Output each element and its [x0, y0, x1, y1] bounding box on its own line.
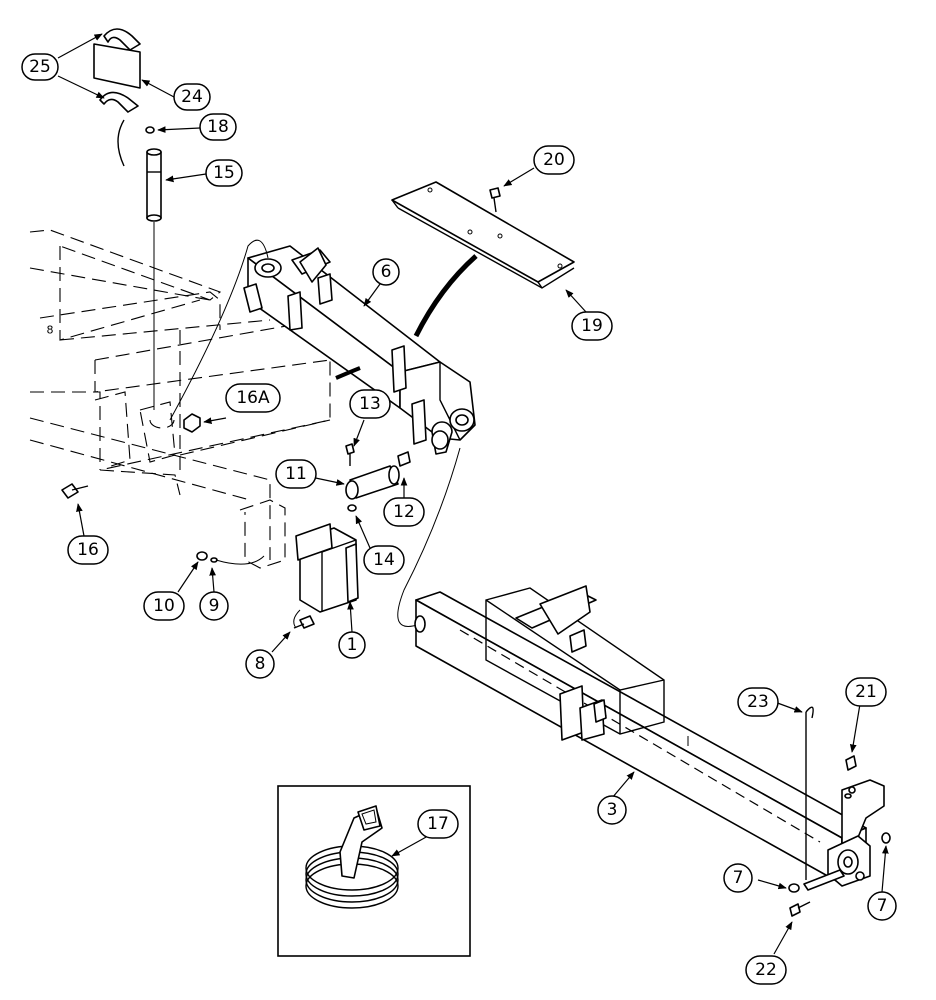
svg-text:8: 8	[47, 324, 54, 337]
coiled-part-17	[305, 805, 399, 909]
svg-text:18: 18	[207, 117, 229, 137]
callout-22: 22	[745, 955, 787, 985]
callout-14: 14	[363, 545, 405, 575]
callout-10: 10	[143, 591, 185, 621]
callout-13: 13	[349, 389, 391, 419]
callout-16: 16	[67, 535, 109, 565]
callout-6: 6	[372, 258, 400, 286]
svg-text:14: 14	[373, 550, 395, 570]
cover-plate-part-19	[391, 181, 575, 289]
svg-text:24: 24	[181, 87, 203, 107]
washer-part-7-left	[788, 883, 800, 893]
pivot-pin-part-11	[345, 465, 400, 500]
svg-text:3: 3	[607, 800, 618, 820]
nut-part-21	[845, 755, 857, 771]
svg-text:19: 19	[581, 316, 603, 336]
svg-text:21: 21	[855, 682, 877, 702]
bolt-part-8	[293, 615, 315, 629]
dashed-main-frame: 8	[29, 229, 331, 569]
bolt-part-20	[489, 187, 501, 213]
nut-part-16a	[183, 413, 201, 433]
svg-text:15: 15	[213, 163, 235, 183]
callout-18: 18	[199, 113, 237, 141]
svg-text:22: 22	[755, 960, 777, 980]
callout-24: 24	[173, 83, 211, 111]
svg-text:12: 12	[393, 502, 415, 522]
nut-part-14	[347, 504, 357, 512]
upper-beam-part-6	[243, 245, 476, 455]
svg-text:1: 1	[347, 635, 358, 655]
svg-text:6: 6	[381, 262, 392, 282]
callout-11: 11	[275, 459, 317, 489]
callout-1: 1	[338, 631, 366, 659]
callout-17: 17	[417, 809, 459, 839]
svg-text:23: 23	[747, 692, 769, 712]
bracket-part-1	[295, 523, 359, 613]
svg-text:8: 8	[255, 654, 266, 674]
hair-pin-part-23	[805, 706, 814, 880]
clamp-plate-parts-24-25	[93, 28, 141, 167]
svg-text:16: 16	[77, 540, 99, 560]
svg-text:16A: 16A	[236, 388, 270, 408]
callout-7-left: 7	[723, 863, 753, 893]
callout-19: 19	[571, 311, 613, 341]
callout-8: 8	[245, 649, 275, 679]
callout-20: 20	[533, 145, 575, 175]
svg-text:25: 25	[29, 57, 51, 77]
callout-16a: 16A	[225, 383, 281, 413]
svg-text:7: 7	[877, 896, 888, 916]
callout-3: 3	[597, 795, 627, 825]
bolt-part-16	[61, 483, 89, 499]
svg-text:20: 20	[543, 150, 565, 170]
nut-part-18	[145, 126, 155, 134]
lower-beam-part-3	[414, 585, 885, 891]
bolt-part-13	[345, 443, 355, 466]
routing-lines	[169, 239, 461, 629]
pin-part-22	[789, 901, 811, 917]
grease-fitting-part-12	[397, 451, 411, 467]
hitch-pin-part-15	[146, 148, 162, 410]
nut-part-10	[196, 551, 208, 561]
callout-25: 25	[21, 53, 59, 81]
svg-text:11: 11	[285, 464, 307, 484]
callout-12: 12	[383, 497, 425, 527]
washer-part-7-right	[881, 832, 891, 844]
svg-text:7: 7	[733, 868, 744, 888]
callout-9: 9	[199, 591, 229, 621]
leader-lines	[57, 33, 889, 955]
svg-text:13: 13	[359, 394, 381, 414]
svg-text:10: 10	[153, 596, 175, 616]
callout-21: 21	[845, 677, 887, 707]
svg-text:9: 9	[209, 596, 220, 616]
callout-7-right: 7	[867, 891, 897, 921]
callout-15: 15	[205, 159, 243, 187]
callout-23: 23	[737, 687, 779, 717]
svg-text:17: 17	[427, 814, 449, 834]
alignment-lines	[335, 254, 478, 380]
